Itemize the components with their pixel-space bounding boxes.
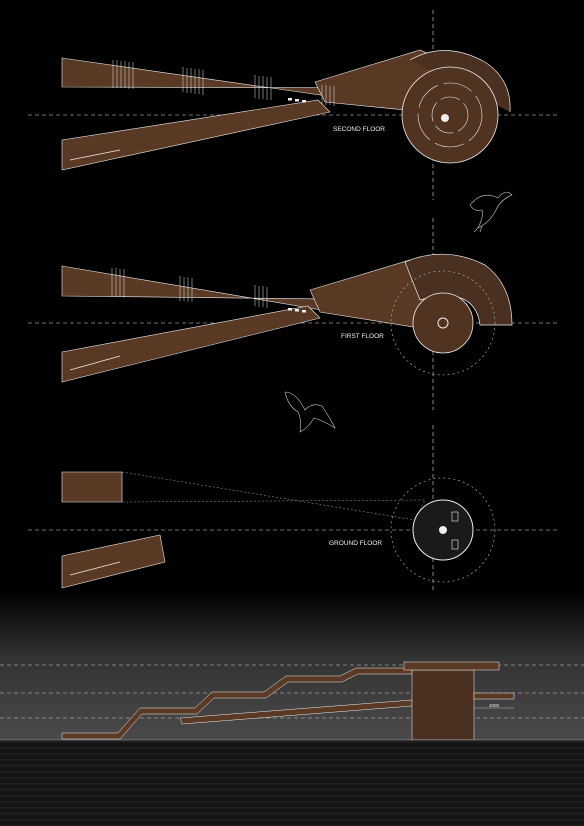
tower-ring bbox=[417, 82, 483, 148]
tower-core bbox=[439, 526, 447, 534]
tower-floor bbox=[412, 292, 474, 354]
label-second-floor: SECOND FLOOR bbox=[333, 126, 385, 133]
light-fixtures bbox=[288, 308, 306, 313]
path-arrow bbox=[69, 149, 121, 161]
tower-ring-inner bbox=[431, 96, 469, 134]
section-elevation bbox=[0, 590, 584, 741]
plan-first-floor bbox=[28, 218, 558, 410]
dimension-label: 4000 bbox=[489, 703, 500, 708]
label-first-floor: FIRST FLOOR bbox=[341, 333, 384, 340]
walkway-lower bbox=[61, 534, 166, 589]
bird-illustration bbox=[284, 391, 336, 433]
tower-outline-dashed bbox=[390, 270, 496, 376]
tower-core bbox=[437, 317, 449, 329]
bird-illustration bbox=[469, 191, 513, 233]
walkway-lower bbox=[61, 99, 331, 171]
walkway-lower bbox=[61, 305, 321, 383]
light-fixtures bbox=[288, 98, 306, 103]
tower-core bbox=[441, 114, 449, 122]
tower-columns bbox=[451, 511, 459, 550]
tower-section-body bbox=[411, 669, 475, 741]
plan-ground-floor bbox=[28, 425, 558, 700]
tower-section-balcony bbox=[473, 692, 515, 700]
ground-texture bbox=[0, 740, 584, 826]
plan-second-floor bbox=[28, 10, 558, 200]
path-arrow bbox=[69, 355, 121, 371]
path-arrow bbox=[69, 561, 121, 576]
stair-treads bbox=[112, 60, 335, 106]
tower-outline-dashed bbox=[390, 477, 496, 583]
tower-section-roof bbox=[403, 661, 500, 671]
tower-floor bbox=[401, 66, 499, 164]
walkway-upper bbox=[61, 471, 123, 503]
walkway-upper-ghost bbox=[121, 471, 426, 521]
label-ground-floor: GROUND FLOOR bbox=[329, 540, 382, 547]
stair-treads bbox=[111, 268, 268, 308]
